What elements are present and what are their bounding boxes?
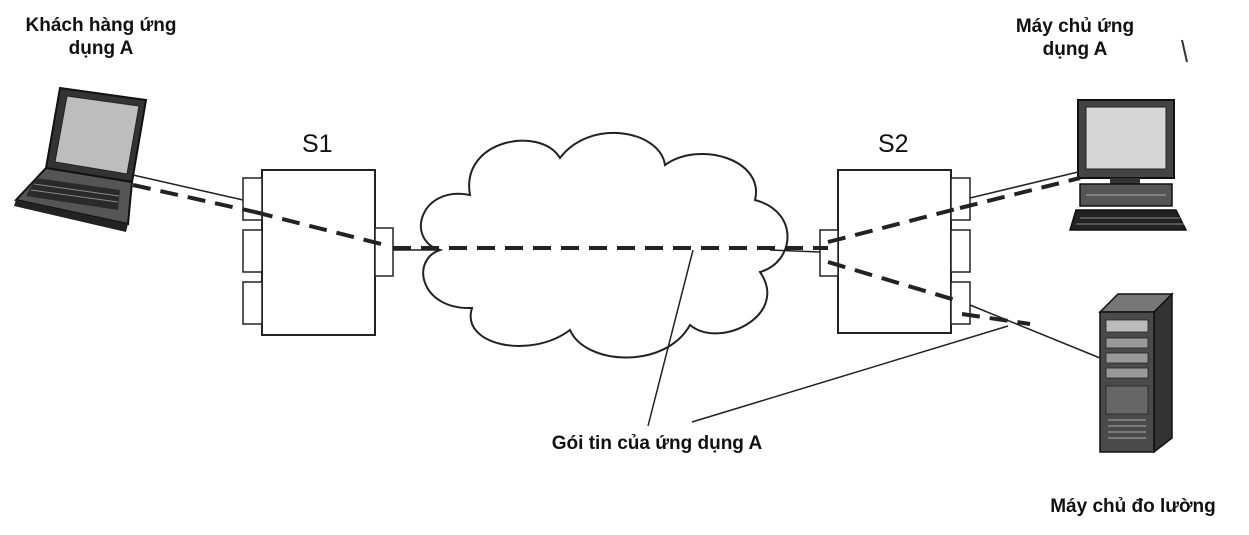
- switch-s1: [242, 169, 394, 336]
- switch-s2: [819, 169, 971, 334]
- tower-server-icon: [1098, 292, 1174, 454]
- measure-server-label: Máy chủ đo lường: [1050, 496, 1216, 517]
- client-label: Khách hàng ứng dụng A: [25, 15, 177, 59]
- desktop-computer-icon: [1068, 99, 1188, 231]
- packet-path: [132, 176, 1081, 304]
- switch-s2-label: S2: [878, 130, 909, 158]
- packet-label: Gói tin của ứng dụng A: [551, 433, 763, 454]
- switch-s1-label: S1: [302, 130, 333, 158]
- cloud-icon: [419, 131, 789, 359]
- artifact-mark: [1181, 39, 1188, 63]
- packet-annotation-lines: [647, 249, 1009, 427]
- app-server-label: Máy chủ ứng dụng A: [1015, 16, 1135, 60]
- packet-path-to-measure: [961, 312, 1031, 326]
- laptop-icon: [14, 86, 148, 232]
